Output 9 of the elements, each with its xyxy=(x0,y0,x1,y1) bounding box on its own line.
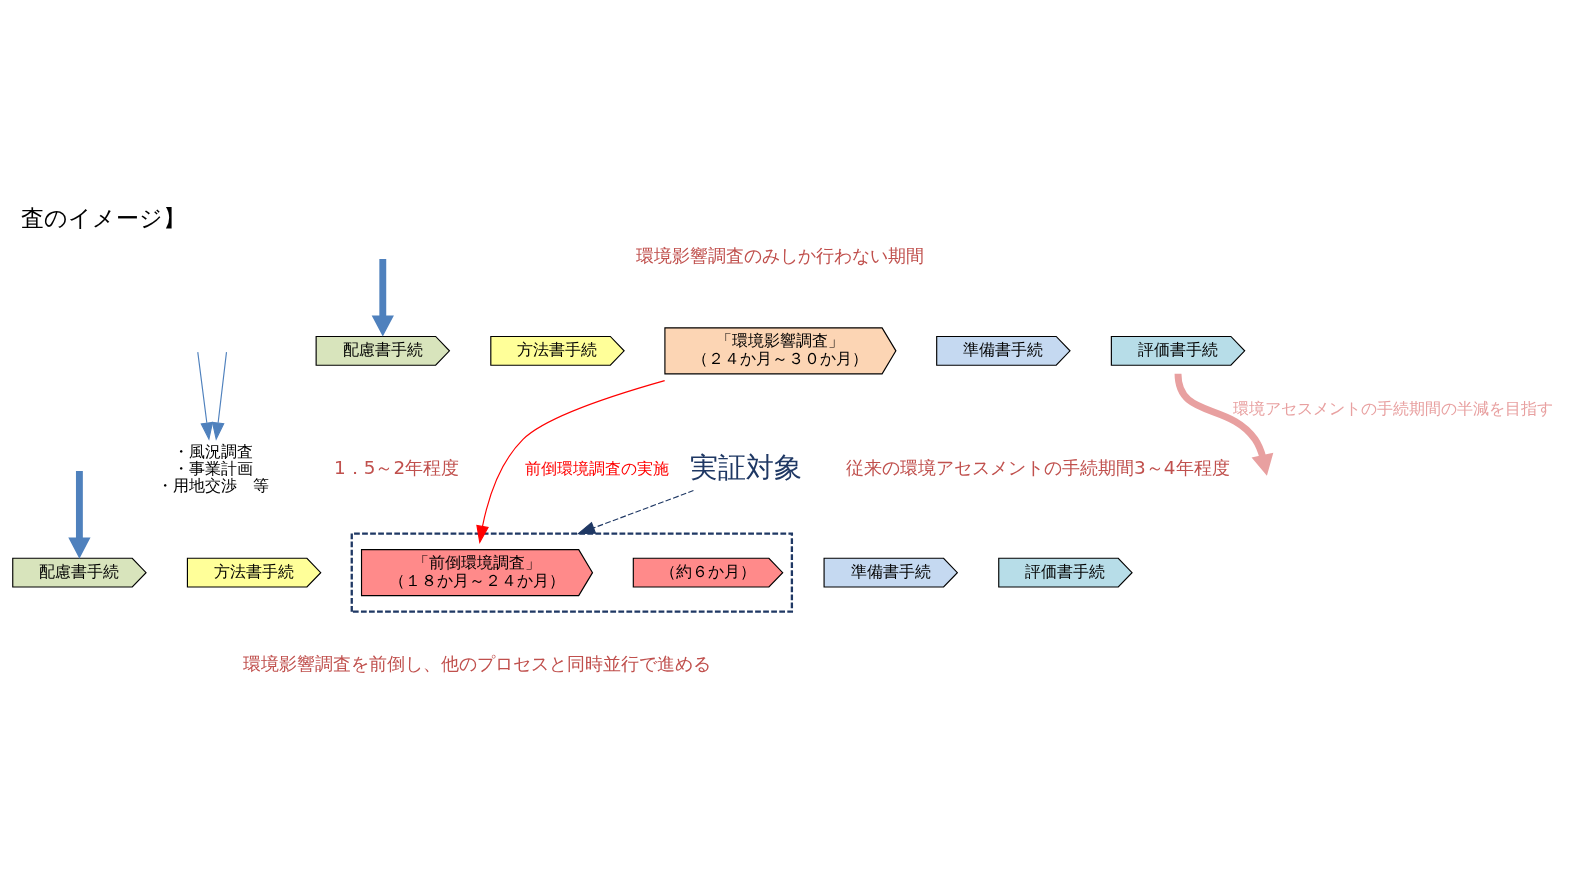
edge-label: 前倒環境調査の実施 xyxy=(525,459,670,479)
node-text: ・風況調査 ・事業計画 ・用地交渉 等 xyxy=(156,441,269,496)
label: 1．5～2年程度 xyxy=(334,457,460,479)
label: 従来の環境アセスメントの手続期間3～4年程度 xyxy=(846,457,1230,479)
diagram-title: 査のイメージ】 xyxy=(21,204,187,231)
node-text: 実証対象 xyxy=(689,450,802,484)
label: 環境影響調査を前倒し、他のプロセスと同時並行で進める xyxy=(243,653,712,675)
label: 環境影響調査のみしか行わない期間 xyxy=(636,245,925,267)
edge-label: 環境アセスメントの手続期間の半減を目指す xyxy=(1232,399,1553,419)
